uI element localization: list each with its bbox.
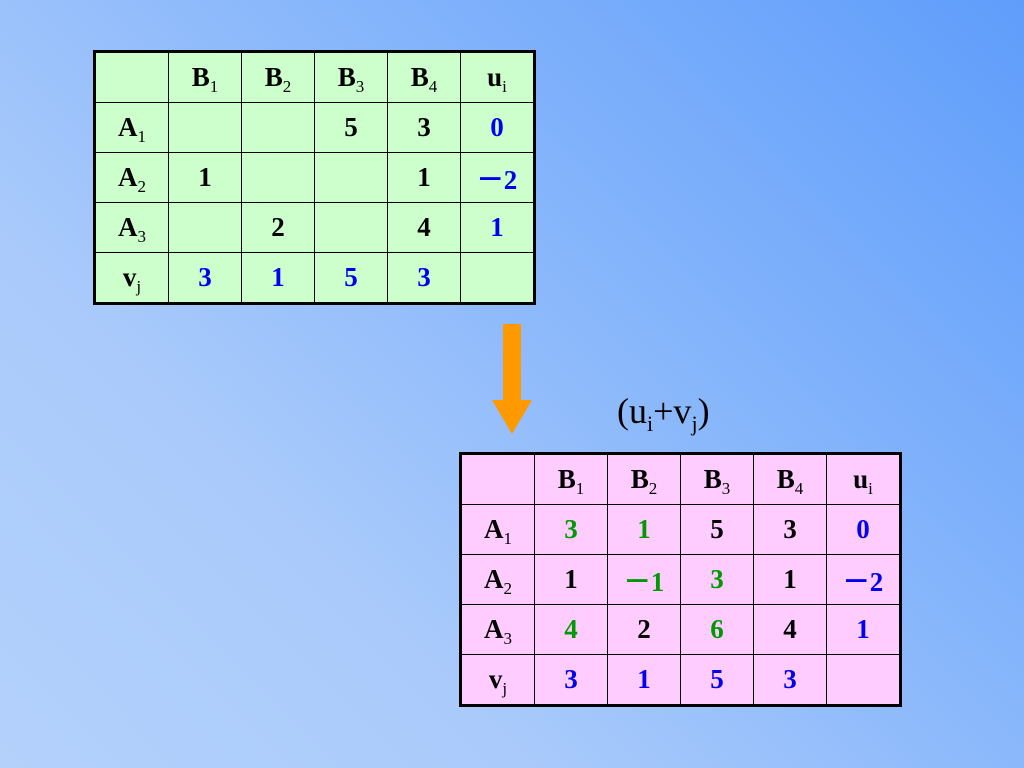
col-header-b3: B3 xyxy=(314,51,388,103)
v-row: vj 3 1 5 3 xyxy=(460,654,901,706)
cell: 4 xyxy=(753,604,827,655)
formula-label: (ui+vj) xyxy=(617,391,710,436)
cell: 4 xyxy=(387,202,461,253)
bottom-table: B1 B2 B3 B4 ui A1 3 1 5 3 0 A2 1 －1 3 1 … xyxy=(459,452,902,707)
table-row: A3 4 2 6 4 1 xyxy=(460,604,901,655)
col-header-b4: B4 xyxy=(387,51,461,103)
cell xyxy=(168,202,242,253)
u-value: 1 xyxy=(460,202,535,253)
v-value: 1 xyxy=(241,252,315,304)
down-arrow-icon xyxy=(492,324,532,434)
table-row: A2 1 －1 3 1 －2 xyxy=(460,554,901,605)
col-header-b1: B1 xyxy=(534,453,608,505)
col-header-b4: B4 xyxy=(753,453,827,505)
cell: 2 xyxy=(241,202,315,253)
cell: 5 xyxy=(680,504,754,555)
cell: 3 xyxy=(753,504,827,555)
v-value: 3 xyxy=(534,654,608,706)
row-header-a3: A3 xyxy=(460,604,535,655)
table-row: A2 1 1 －2 xyxy=(94,152,535,203)
header-row: B1 B2 B3 B4 ui xyxy=(94,51,535,103)
row-header-a2: A2 xyxy=(94,152,169,203)
corner-cell xyxy=(460,453,535,505)
col-header-ui: ui xyxy=(826,453,901,505)
v-value: 3 xyxy=(168,252,242,304)
u-value: －2 xyxy=(460,152,535,203)
cell: 1 xyxy=(753,554,827,605)
row-header-vj: vj xyxy=(460,654,535,706)
v-value: 5 xyxy=(314,252,388,304)
header-row: B1 B2 B3 B4 ui xyxy=(460,453,901,505)
col-header-b2: B2 xyxy=(607,453,681,505)
corner-cell xyxy=(94,51,169,103)
cell xyxy=(168,102,242,153)
cell: 5 xyxy=(314,102,388,153)
row-header-vj: vj xyxy=(94,252,169,304)
col-header-b3: B3 xyxy=(680,453,754,505)
row-header-a2: A2 xyxy=(460,554,535,605)
v-value: 1 xyxy=(607,654,681,706)
table-row: A1 5 3 0 xyxy=(94,102,535,153)
cell: 2 xyxy=(607,604,681,655)
cell: 1 xyxy=(607,504,681,555)
col-header-b1: B1 xyxy=(168,51,242,103)
col-header-b2: B2 xyxy=(241,51,315,103)
cell: －1 xyxy=(607,554,681,605)
u-value: －2 xyxy=(826,554,901,605)
cell: 1 xyxy=(168,152,242,203)
cell: 1 xyxy=(534,554,608,605)
u-value: 0 xyxy=(826,504,901,555)
u-value: 1 xyxy=(826,604,901,655)
v-row: vj 3 1 5 3 xyxy=(94,252,535,304)
v-value: 3 xyxy=(387,252,461,304)
table-row: A1 3 1 5 3 0 xyxy=(460,504,901,555)
v-value: 3 xyxy=(753,654,827,706)
cell: 1 xyxy=(387,152,461,203)
cell xyxy=(241,152,315,203)
row-header-a1: A1 xyxy=(460,504,535,555)
cell: 3 xyxy=(387,102,461,153)
empty-cell xyxy=(826,654,901,706)
row-header-a3: A3 xyxy=(94,202,169,253)
col-header-ui: ui xyxy=(460,51,535,103)
cell: 3 xyxy=(680,554,754,605)
cell xyxy=(241,102,315,153)
v-value: 5 xyxy=(680,654,754,706)
cell xyxy=(314,152,388,203)
empty-cell xyxy=(460,252,535,304)
table-row: A3 2 4 1 xyxy=(94,202,535,253)
top-table: B1 B2 B3 B4 ui A1 5 3 0 A2 1 1 －2 A3 2 4… xyxy=(93,50,536,305)
cell: 3 xyxy=(534,504,608,555)
cell: 6 xyxy=(680,604,754,655)
cell xyxy=(314,202,388,253)
cell: 4 xyxy=(534,604,608,655)
row-header-a1: A1 xyxy=(94,102,169,153)
u-value: 0 xyxy=(460,102,535,153)
